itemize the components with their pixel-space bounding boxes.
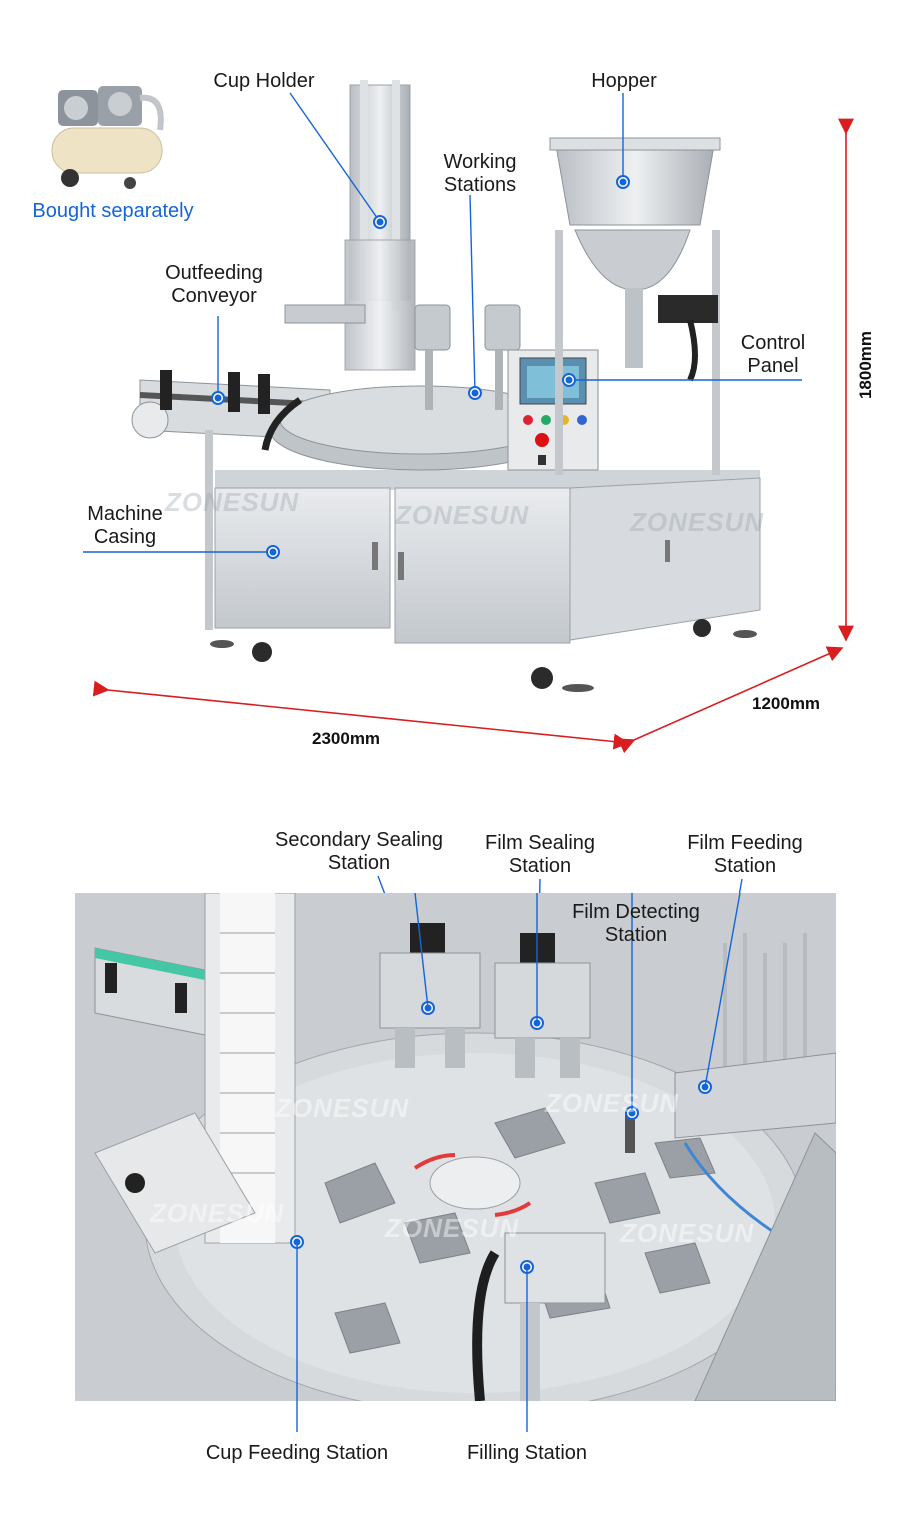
label-hopper: Hopper — [591, 70, 657, 92]
label-control-panel: Control Panel — [740, 332, 806, 377]
close-up-artwork — [75, 893, 836, 1401]
label-machine-casing: Machine Casing — [87, 503, 163, 548]
label-film-sealing-station: Film Sealing Station — [484, 832, 596, 877]
dimension-depth: 1200mm — [752, 694, 821, 713]
watermark: ZONESUN — [545, 1088, 680, 1118]
label-outfeeding-conveyor: Outfeeding Conveyor — [165, 262, 263, 307]
label-cup-holder: Cup Holder — [213, 70, 315, 92]
top-callout-dots — [211, 175, 630, 559]
watermark: ZONESUN — [275, 1093, 410, 1123]
watermark: ZONESUN — [395, 500, 530, 530]
watermark: ZONESUN — [165, 487, 300, 517]
label-working-stations: Working Stations — [443, 151, 517, 196]
dimension-arrows — [92, 118, 854, 754]
label-film-feeding-station: Film Feeding Station — [687, 832, 803, 877]
rotary-filling-machine-illustration — [131, 80, 761, 692]
label-cup-feeding-station: Cup Feeding Station — [205, 1442, 389, 1464]
dimension-height: 1800mm — [856, 330, 876, 400]
label-secondary-sealing-station: Secondary Sealing Station — [275, 829, 443, 874]
air-compressor-illustration — [51, 86, 164, 189]
watermark: ZONESUN — [385, 1213, 520, 1243]
watermark: ZONESUN — [620, 1218, 755, 1248]
watermark: ZONESUN — [630, 507, 765, 537]
label-bought-separately: Bought separately — [32, 200, 194, 222]
label-filling-station: Filling Station — [466, 1442, 588, 1464]
dimension-width: 2300mm — [312, 729, 381, 748]
watermark: ZONESUN — [150, 1198, 285, 1228]
label-film-detecting-station: Film Detecting Station — [572, 901, 700, 946]
top-callout-lines — [83, 92, 802, 553]
close-up-photo: ZONESUN ZONESUN ZONESUN ZONESUN ZONESUN — [75, 893, 836, 1401]
